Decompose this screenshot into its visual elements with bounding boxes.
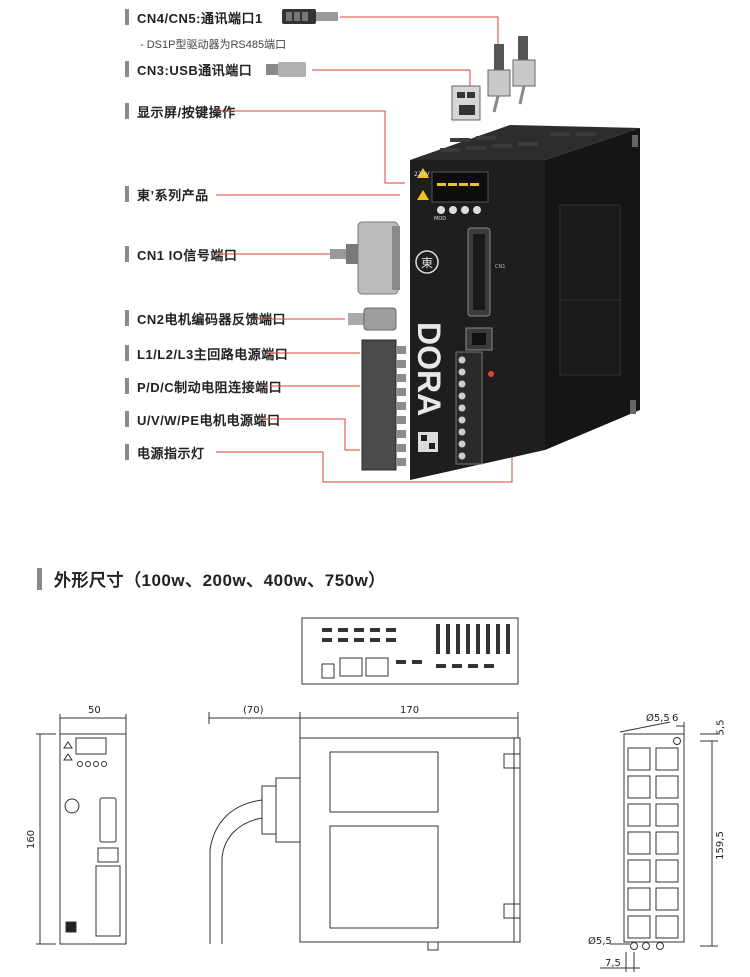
dim-front-height: 160: [26, 829, 38, 850]
voltage-label: 220V: [414, 171, 430, 178]
dim-cable-clearance: (70): [243, 705, 264, 716]
callout-power-led: 电源指示灯: [125, 442, 205, 462]
callout-label: CN1 IO信号端口: [137, 247, 238, 263]
power-led: [488, 371, 494, 377]
leader-lines: [216, 16, 513, 483]
callout-cn3-usb: CN3:USB通讯端口: [125, 59, 252, 79]
warning-icon: [417, 190, 429, 200]
warning-icon: [417, 168, 429, 178]
callout-label: CN4/CN5:通讯端口1: [137, 10, 263, 26]
logo-icon: [415, 250, 439, 274]
terminal-screws: [458, 356, 466, 460]
callout-label: 电源指示灯: [137, 445, 205, 461]
callout-label: 显示屏/按键操作: [137, 104, 236, 120]
mounting-view-drawing: [600, 721, 718, 972]
top-view-drawing: [301, 617, 519, 685]
dimensions-heading: 外形尺寸（100w、200w、400w、750w）: [37, 566, 386, 591]
dim-hole-top: Ø5,5: [646, 713, 670, 724]
callout-brake-resistor: P/D/C制动电阻连接端口: [125, 376, 282, 396]
usb-cable-icon: [266, 62, 306, 77]
callout-marker: [125, 378, 129, 394]
cn2-plug-icon: [348, 307, 397, 331]
plugged-connectors: [451, 36, 536, 121]
servo-drive-body: 東: [410, 125, 640, 480]
callout-label: CN2电机编码器反馈端口: [137, 311, 287, 327]
port-label-cn1: CN1: [495, 264, 505, 270]
callout-marker: [125, 103, 129, 119]
callout-cn4-cn5: CN4/CN5:通讯端口1: [125, 7, 263, 27]
callout-motor-power: U/V/W/PE电机电源端口: [125, 409, 281, 429]
terminal-plug-icon: [361, 339, 406, 471]
callout-marker: [125, 444, 129, 460]
callout-marker: [125, 411, 129, 427]
seven-seg-display: [437, 183, 479, 186]
dim-top-offset: 6: [672, 713, 679, 724]
callout-cn1-io: CN1 IO信号端口: [125, 244, 237, 264]
heading-marker: [37, 567, 42, 590]
callout-series: 東’系列产品: [125, 184, 209, 204]
callout-cn2-encoder: CN2电机编码器反馈端口: [125, 308, 286, 328]
callout-main-power: L1/L2/L3主回路电源端口: [125, 343, 288, 363]
svg-text:東: 東: [421, 256, 433, 270]
front-view-drawing: [36, 714, 127, 945]
callout-display-keys: 显示屏/按键操作: [125, 101, 236, 121]
side-view-drawing: [208, 712, 521, 951]
dim-mount-height: 159,5: [714, 831, 726, 860]
callout-label: 東’系列产品: [137, 187, 209, 203]
callout-marker: [125, 246, 129, 262]
brand-logo: DORA: [411, 322, 447, 416]
callout-marker: [125, 310, 129, 326]
key-label-mod: MOD: [434, 216, 446, 222]
product-diagram: 東 DORA 220V MOD CN1: [216, 9, 640, 483]
callout-marker: [125, 186, 129, 202]
callout-label: CN3:USB通讯端口: [137, 62, 253, 78]
cn1-plug-icon: [330, 221, 400, 295]
callout-marker: [125, 9, 129, 25]
dim-bottom-offset: 7,5: [605, 958, 621, 969]
callout-label: L1/L2/L3主回路电源端口: [137, 346, 289, 362]
dim-hole-bottom: Ø5,5: [588, 936, 612, 947]
callout-marker: [125, 345, 129, 361]
rs485-note: - DS1P型驱动器为RS485端口: [140, 39, 287, 51]
dim-front-width: 50: [88, 705, 101, 716]
dim-right-offset: 5,5: [715, 719, 727, 736]
callout-label: P/D/C制动电阻连接端口: [137, 379, 283, 395]
top-vents: [440, 132, 596, 152]
rj45-cable-icon: [282, 9, 338, 24]
dim-depth: 170: [400, 705, 420, 716]
callout-label: U/V/W/PE电机电源端口: [137, 412, 281, 428]
keypad: [437, 206, 481, 214]
callout-marker: [125, 61, 129, 77]
dimensions-title: 外形尺寸（100w、200w、400w、750w）: [54, 571, 386, 590]
